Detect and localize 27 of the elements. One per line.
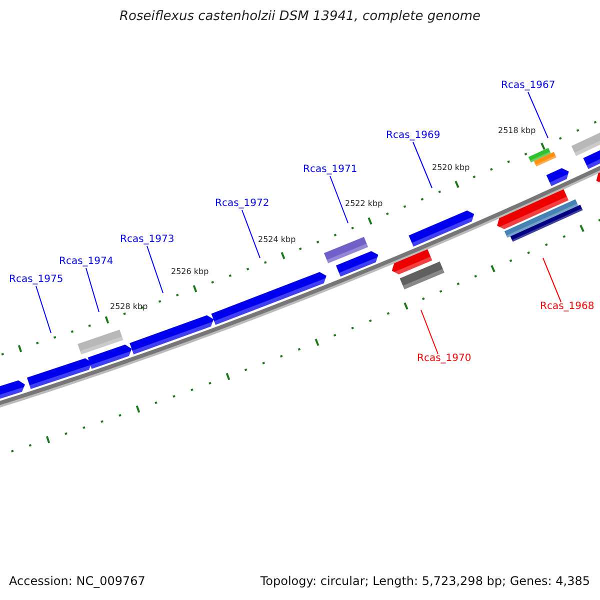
coordinate-label: 2520 kbp: [432, 163, 470, 173]
gene-label: Rcas_1971: [303, 164, 358, 176]
gene-label: Rcas_1970: [417, 353, 472, 365]
accession-text: Accession: NC_009767: [9, 574, 146, 589]
gene-label: Rcas_1975: [9, 274, 64, 286]
gene-label: Rcas_1969: [386, 130, 440, 142]
leader-line: [36, 286, 52, 334]
coordinate-label: 2524 kbp: [258, 235, 296, 245]
leader-line: [330, 176, 348, 224]
gene-label: Rcas_1972: [215, 198, 270, 210]
leader-line: [542, 258, 562, 302]
coordinate-label: 2522 kbp: [345, 199, 383, 209]
gene-label: Rcas_1973: [120, 234, 174, 246]
coordinate-label: 2528 kbp: [110, 302, 148, 312]
leader-line: [412, 142, 432, 188]
coordinate-label: 2526 kbp: [171, 267, 209, 277]
gene-label: Rcas_1968: [540, 301, 594, 313]
leader-line: [420, 310, 438, 354]
leader-line: [146, 246, 164, 294]
gene-label: Rcas_1967: [501, 80, 556, 92]
title: Roseiflexus castenholzii DSM 13941, complete genome: [118, 9, 482, 25]
gene-label: Rcas_1974: [59, 256, 114, 268]
leader-line: [528, 92, 548, 138]
leader-line: [86, 268, 100, 312]
genome-summary-text: Topology: circular; Length: 5,723,298 bp; Genes: 4,385: [260, 574, 590, 589]
leader-line: [242, 210, 260, 258]
coordinate-label: 2518 kbp: [498, 126, 536, 136]
